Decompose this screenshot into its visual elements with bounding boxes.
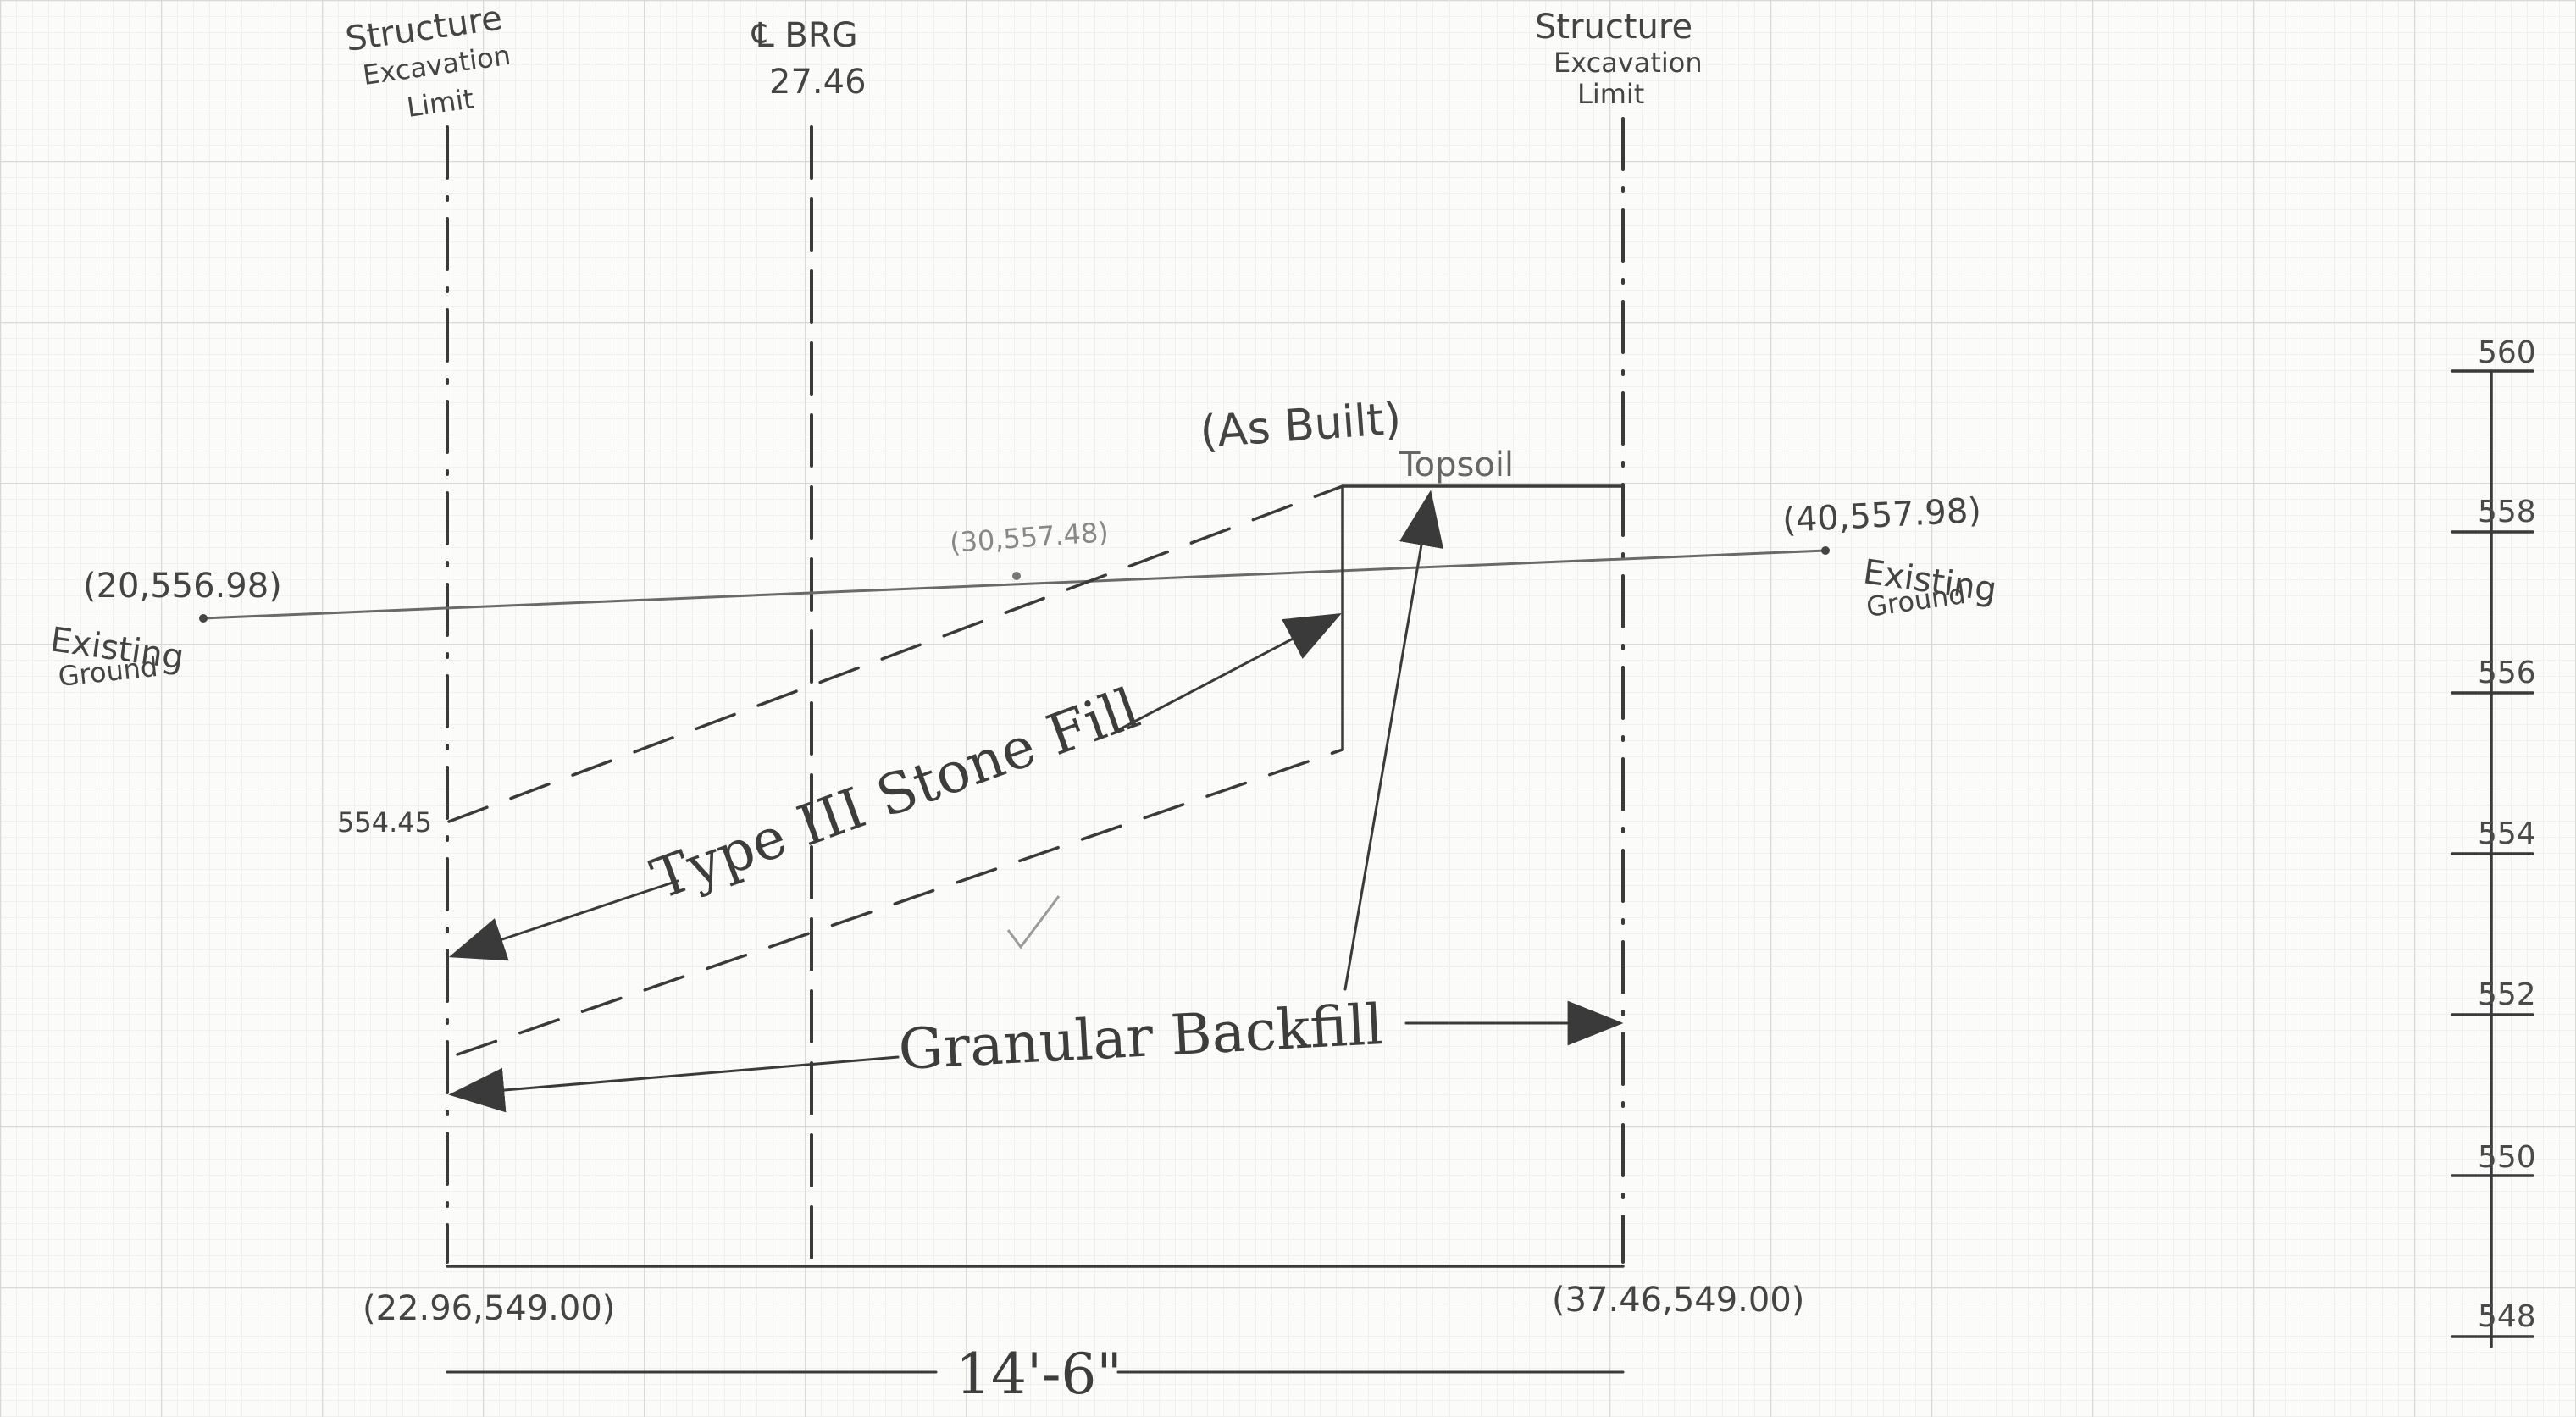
- elevation-scale-ticks: [2451, 369, 2534, 1338]
- bearing-label-line1: ℄ BRG: [751, 16, 858, 55]
- bearing-label-line2: 27.46: [769, 63, 867, 102]
- right-excavation-label-line2: Excavation: [1554, 47, 1703, 79]
- upper-dashed-slope: [447, 484, 1344, 823]
- scale-label-548: 548: [2478, 1299, 2536, 1334]
- scale-label-552: 552: [2478, 977, 2536, 1012]
- bottom-left-coord: (22.96,549.00): [363, 1289, 615, 1328]
- stone-fill-leader-left: [448, 879, 679, 961]
- lower-dashed-slope: [456, 748, 1344, 1056]
- scale-label-558: 558: [2478, 495, 2536, 529]
- width-dimension-label: 14'-6": [956, 1342, 1122, 1407]
- check-mark: [1006, 895, 1061, 949]
- scale-label-556: 556: [2478, 656, 2536, 690]
- scale-label-554: 554: [2478, 816, 2536, 851]
- existing-ground-point-mid: [1012, 572, 1021, 580]
- topsoil-label: Topsoil: [1399, 446, 1514, 484]
- right-excavation-label-line1: Structure: [1535, 8, 1692, 47]
- stone-fill-leader-right: [1116, 612, 1342, 732]
- existing-ground-left-coord: (20,556.98): [83, 567, 282, 606]
- existing-ground-point-left: [199, 614, 208, 623]
- granular-leader-left: [448, 1055, 900, 1113]
- existing-ground-line: [202, 549, 1827, 620]
- topsoil-leader: [1343, 490, 1443, 991]
- elevation-554-45-label: 554.45: [337, 806, 432, 839]
- scale-label-550: 550: [2478, 1140, 2536, 1175]
- scale-label-560: 560: [2478, 335, 2536, 370]
- bottom-right-coord: (37.46,549.00): [1552, 1281, 1804, 1320]
- right-excavation-label-line3: Limit: [1577, 78, 1644, 110]
- existing-ground-point-right: [1821, 546, 1830, 555]
